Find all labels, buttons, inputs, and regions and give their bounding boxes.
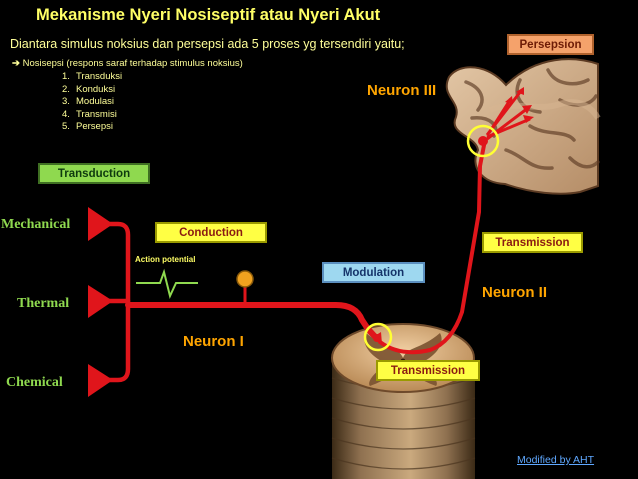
list-item: 5.Persepsi: [62, 121, 113, 133]
neuron-3-label: Neuron III: [367, 82, 437, 99]
thermal-receptor-icon: [88, 285, 113, 318]
action-potential-label: Action potential: [135, 255, 196, 264]
list-item: 4.Transmisi: [62, 108, 117, 120]
transmission-lower-label-box: Transmission: [376, 360, 480, 381]
action-potential-wave-icon: [136, 268, 198, 299]
modulation-label-box: Modulation: [322, 262, 425, 283]
right-arrow-icon: ➔: [12, 58, 20, 69]
chemical-stimulus-label: Chemical: [6, 375, 63, 390]
slide-title: Mekanisme Nyeri Nosiseptif atau Nyeri Ak…: [36, 6, 381, 24]
dorsal-root-ganglion-icon: [236, 270, 254, 288]
mechanical-stimulus-label: Mechanical: [1, 217, 71, 232]
brain-cortex: [445, 58, 601, 195]
spinal-synapse-icon: [362, 321, 393, 352]
thermal-stimulus-label: Thermal: [17, 296, 70, 311]
thalamic-synapse-icon: [466, 87, 534, 158]
subtitle: Diantara simulus noksius dan persepsi ad…: [10, 37, 405, 51]
list-item: 2.Konduksi: [62, 83, 116, 95]
neuron-2-label: Neuron II: [482, 284, 548, 301]
transduction-label-box: Transduction: [38, 163, 150, 184]
transmission-upper-label-box: Transmission: [482, 232, 583, 253]
chemical-receptor-icon: [88, 364, 113, 397]
persepsion-label-box: Persepsion: [507, 34, 594, 55]
nosisepsi-text: Nosisepsi (respons saraf terhadap stimul…: [22, 58, 243, 69]
credit-link[interactable]: Modified by AHT: [517, 454, 595, 466]
list-item: 3.Modulasi: [62, 96, 115, 108]
nosisepsi-line: ➔ Nosisepsi (respons saraf terhadap stim…: [12, 58, 243, 69]
list-item: 1.Transduksi: [62, 71, 123, 82]
process-list: 1.Transduksi 2.Konduksi 3.Modulasi 4.Tra…: [62, 71, 122, 134]
mechanical-receptor-icon: [88, 207, 113, 241]
spinal-cord: [331, 323, 476, 479]
neuron-1-label: Neuron I: [183, 333, 244, 350]
conduction-label-box: Conduction: [155, 222, 267, 243]
